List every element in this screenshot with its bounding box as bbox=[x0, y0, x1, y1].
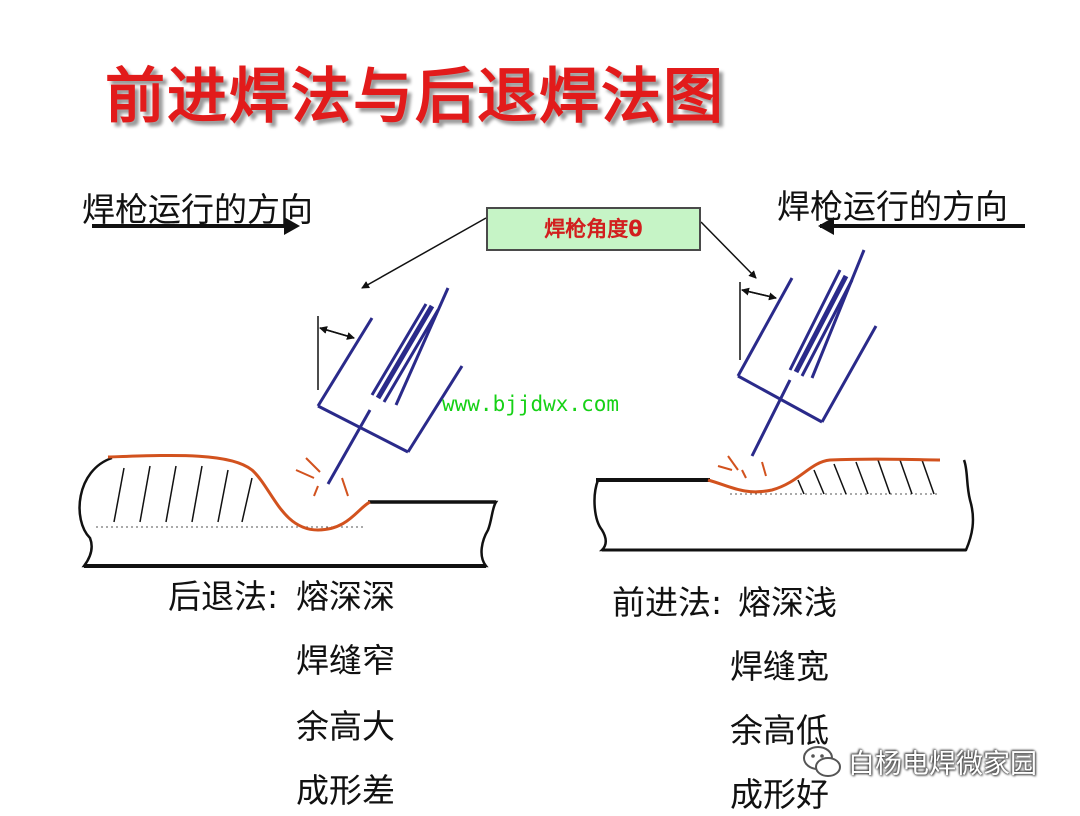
right-torch bbox=[736, 249, 878, 457]
right-property-2: 焊缝宽 bbox=[730, 647, 829, 686]
right-property-4: 成形好 bbox=[730, 775, 829, 814]
left-method-label: 后退法: bbox=[168, 577, 279, 616]
right-method-label: 前进法: bbox=[612, 583, 723, 622]
left-property-1: 熔深深 bbox=[296, 577, 395, 616]
left-angle-indicator bbox=[317, 316, 355, 390]
wechat-icon bbox=[803, 746, 841, 777]
right-workpiece bbox=[593, 459, 975, 552]
left-property-2: 焊缝窄 bbox=[296, 641, 395, 680]
direction-label-left: 焊枪运行的方向 bbox=[82, 190, 313, 229]
torch-angle-label: 焊枪角度θ bbox=[486, 207, 701, 251]
leader-line-right bbox=[700, 221, 757, 279]
direction-label-right: 焊枪运行的方向 bbox=[777, 187, 1008, 226]
direction-arrowhead-right bbox=[284, 217, 300, 235]
left-property-3: 余高大 bbox=[296, 707, 395, 746]
watermark-text: 白杨电焊微家园 bbox=[848, 749, 1037, 780]
right-angle-indicator bbox=[739, 282, 777, 360]
left-weld-bead bbox=[107, 454, 371, 532]
left-workpiece bbox=[78, 456, 499, 568]
right-arc-sparks bbox=[717, 455, 767, 479]
left-arc-sparks bbox=[295, 457, 349, 497]
left-torch bbox=[316, 287, 464, 485]
leader-line-left bbox=[361, 217, 487, 289]
page-title: 前进焊法与后退焊法图 bbox=[105, 62, 725, 132]
left-property-4: 成形差 bbox=[296, 771, 395, 810]
right-property-1: 熔深浅 bbox=[738, 583, 837, 622]
right-weld-bead bbox=[707, 457, 941, 494]
website-url: www.bjjdwx.com bbox=[442, 392, 620, 416]
right-property-3: 余高低 bbox=[730, 711, 829, 750]
direction-arrowhead-left bbox=[818, 217, 834, 235]
